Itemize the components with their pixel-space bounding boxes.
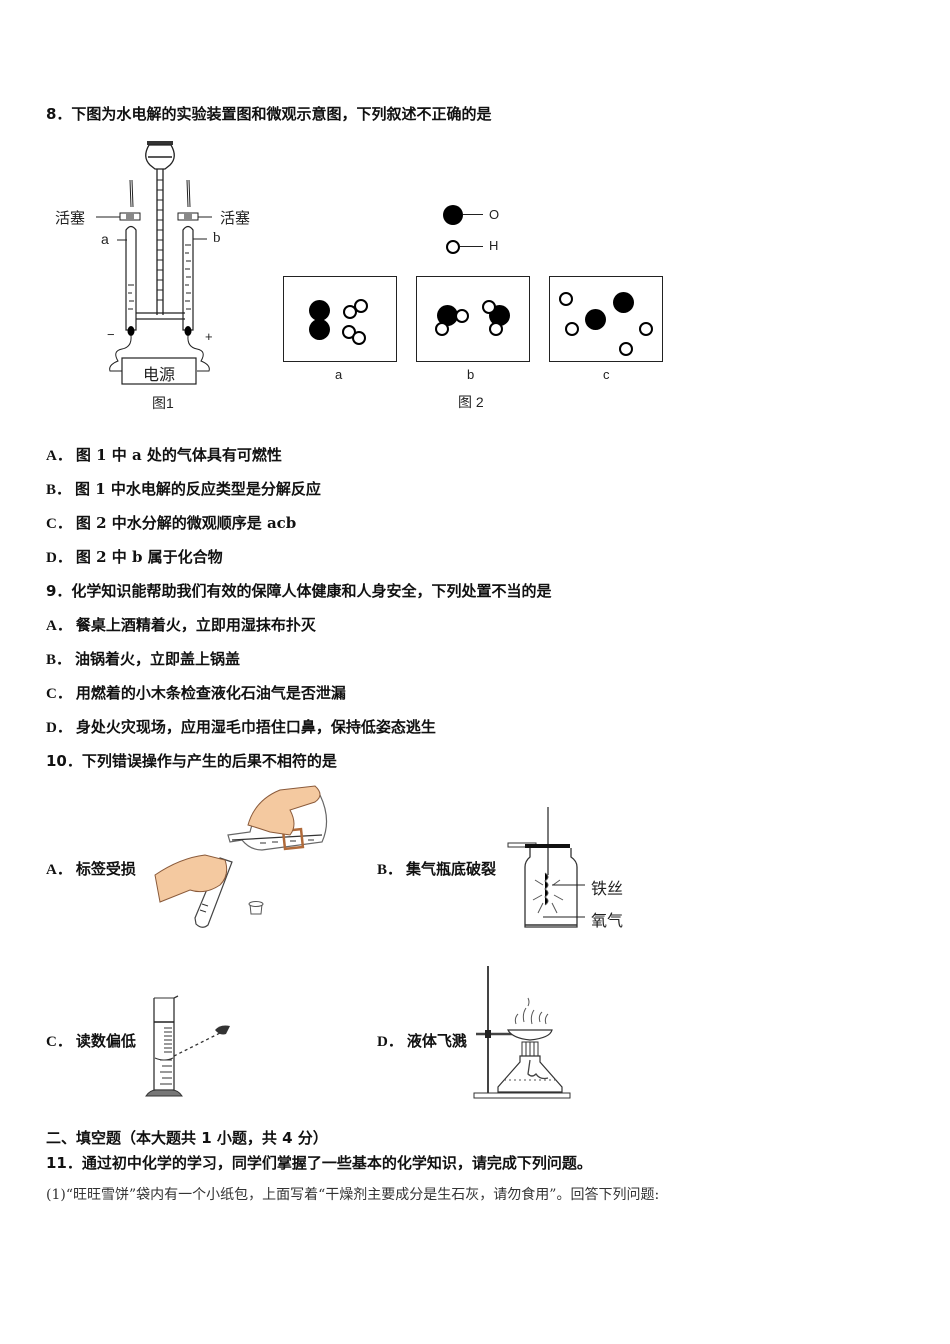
negative-electrode-label: − (107, 327, 115, 342)
oxygen-atom-legend-icon (443, 205, 463, 225)
q8-option-d[interactable]: D．图 2 中 b 属于化合物 (46, 548, 223, 566)
hydrogen-atom-icon (435, 322, 449, 336)
panel-c (549, 276, 663, 362)
question-9-stem: 9．化学知识能帮助我们有效的保障人体健康和人身安全，下列处置不当的是 (46, 582, 552, 600)
hydrogen-atom-icon (455, 309, 469, 323)
evaporation-figure (470, 962, 575, 1107)
hydrogen-atom-icon (489, 322, 503, 336)
panel-b-label: b (467, 367, 475, 382)
hydrogen-atom-icon (354, 299, 368, 313)
q10-option-d[interactable]: D．液体飞溅 (377, 1032, 467, 1050)
gas-jar-icon (507, 807, 585, 928)
oxygen-atom-icon (309, 300, 330, 321)
oxygen-label: 氧气 (591, 913, 624, 930)
pouring-liquid-figure (150, 780, 340, 930)
graduated-cylinder-icon (145, 995, 230, 1097)
q9-option-b[interactable]: B．油锅着火，立即盖上锅盖 (46, 650, 241, 668)
positive-electrode-label: + (205, 329, 213, 344)
iron-wire-combustion-figure: 铁丝 氧气 (505, 805, 645, 935)
figure-2-caption: 图 2 (458, 394, 484, 410)
evaporating-dish-icon (473, 966, 571, 1099)
hydrogen-atom-icon (639, 322, 653, 336)
q9-option-d[interactable]: D．身处火灾现场，应用湿毛巾捂住口鼻，保持低姿态逃生 (46, 718, 436, 736)
hydrogen-atom-icon (559, 292, 573, 306)
hydrogen-atom-icon (619, 342, 633, 356)
question-11-stem: 11．通过初中化学的学习，同学们掌握了一些基本的化学知识，请完成下列问题。 (46, 1154, 592, 1172)
q10-option-a[interactable]: A．标签受损 (46, 860, 136, 878)
iron-wire-label: 铁丝 (591, 881, 624, 898)
hydrogen-atom-icon (482, 300, 496, 314)
oxygen-atom-icon (309, 319, 330, 340)
panel-a-label: a (335, 367, 343, 382)
section-2-heading: 二、填空题（本大题共 1 小题，共 4 分） (46, 1129, 328, 1147)
question-10-stem: 10．下列错误操作与产生的后果不相符的是 (46, 752, 337, 770)
legend-h-label: H (489, 238, 499, 253)
pouring-liquid-icon (154, 785, 328, 928)
power-source-label: 电源 (143, 367, 176, 384)
figure-2-micro-diagram: O H a b c 图 2 (280, 195, 670, 415)
oxygen-atom-icon (437, 305, 458, 326)
q8-option-a[interactable]: A．图 1 中 a 处的气体具有可燃性 (46, 446, 282, 464)
q8-option-b[interactable]: B．图 1 中水电解的反应类型是分解反应 (46, 480, 321, 498)
q9-option-a[interactable]: A．餐桌上酒精着火，立即用湿抹布扑灭 (46, 616, 316, 634)
figure-1-electrolysis-apparatus: 活塞 活塞 a b − + 电源 图1 (50, 135, 280, 415)
figure-1-caption: 图1 (152, 395, 174, 411)
panel-c-label: c (603, 367, 610, 382)
question-8-stem: 8．下图为水电解的实验装置图和微观示意图，下列叙述不正确的是 (46, 105, 492, 123)
electrolysis-apparatus-icon (96, 141, 212, 385)
question-11-sub-1: (1)“旺旺雪饼”袋内有一个小纸包，上面写着“干燥剂主要成分是生石灰，请勿食用”… (46, 1187, 660, 1203)
hydrogen-atom-icon (343, 305, 357, 319)
q8-option-c[interactable]: C．图 2 中水分解的微观顺序是 acb (46, 514, 297, 532)
panel-a (283, 276, 397, 362)
q10-option-c[interactable]: C．读数偏低 (46, 1032, 136, 1050)
oxygen-atom-icon (585, 309, 606, 330)
hydrogen-atom-icon (565, 322, 579, 336)
stopcock-left-label: 活塞 (55, 210, 86, 227)
q9-option-c[interactable]: C．用燃着的小木条检查液化石油气是否泄漏 (46, 684, 346, 702)
tube-a-label: a (101, 231, 109, 247)
oxygen-atom-icon (613, 292, 634, 313)
legend-o-label: O (489, 207, 500, 222)
q10-option-b[interactable]: B．集气瓶底破裂 (377, 860, 497, 878)
hydrogen-atom-icon (352, 331, 366, 345)
hydrogen-atom-legend-icon (446, 240, 460, 254)
stopcock-right-label: 活塞 (220, 210, 251, 227)
graduated-cylinder-figure (140, 990, 240, 1105)
tube-b-label: b (213, 230, 221, 246)
panel-b (416, 276, 530, 362)
